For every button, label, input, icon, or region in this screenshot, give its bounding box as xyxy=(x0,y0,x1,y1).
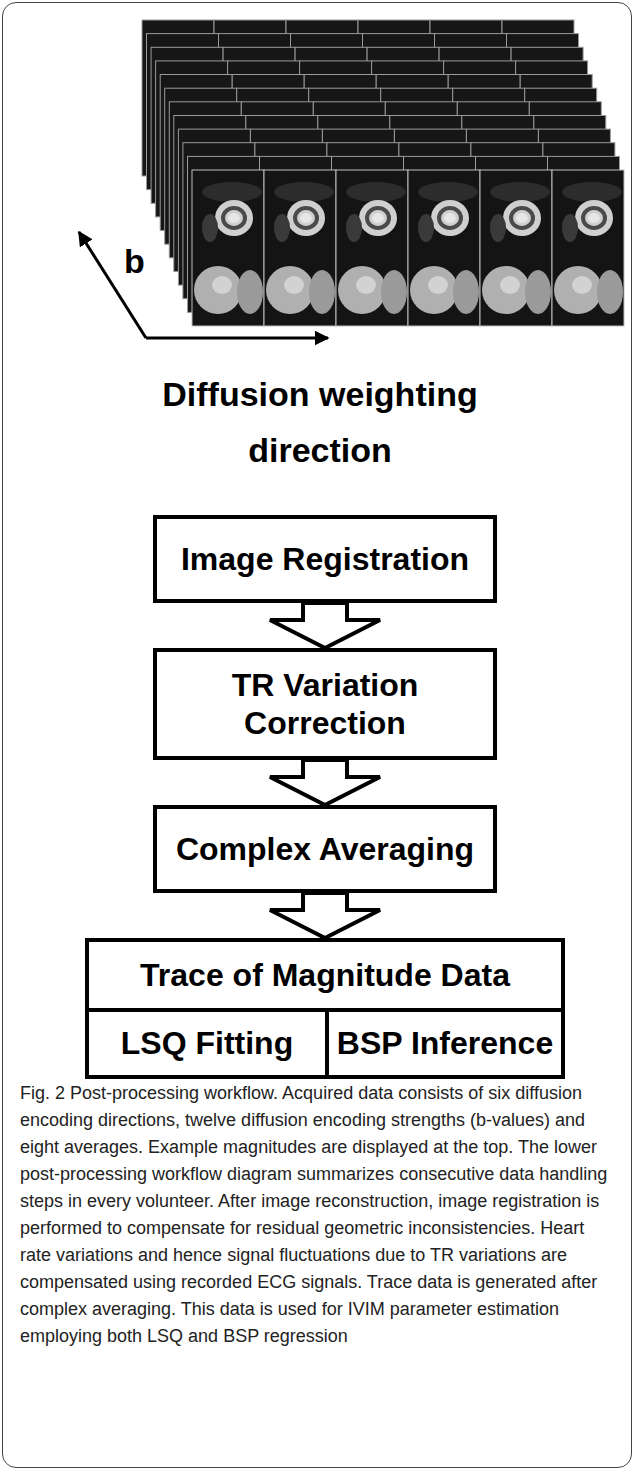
process-box: Image Registration xyxy=(153,515,497,603)
process-box: Complex Averaging xyxy=(153,805,497,893)
axis-label: b xyxy=(124,244,145,278)
axis-caption: Diffusion weighting direction xyxy=(110,366,530,478)
method-cell: BSP Inference xyxy=(325,1008,561,1074)
block-arrow xyxy=(270,893,380,938)
box-label: Trace of Magnitude Data xyxy=(89,942,561,1008)
box-label: BSP Inference xyxy=(335,1024,555,1062)
process-box: Trace of Magnitude DataLSQ Fitting BSP In… xyxy=(85,938,565,1079)
process-box: TR Variation Correction xyxy=(153,648,497,760)
b-axis-arrow xyxy=(79,232,146,338)
box-label: Complex Averaging xyxy=(166,822,484,876)
direction-axis-arrow xyxy=(146,337,328,340)
block-arrow xyxy=(270,603,380,648)
box-label: Image Registration xyxy=(171,532,479,586)
figure-caption: Fig. 2 Post-processing workflow. Acquire… xyxy=(20,1080,616,1350)
box-label: LSQ Fitting xyxy=(119,1024,295,1062)
image-stack xyxy=(142,20,624,326)
box-label: TR Variation Correction xyxy=(157,658,493,751)
block-arrow xyxy=(270,760,380,805)
method-cell: LSQ Fitting xyxy=(89,1008,325,1074)
